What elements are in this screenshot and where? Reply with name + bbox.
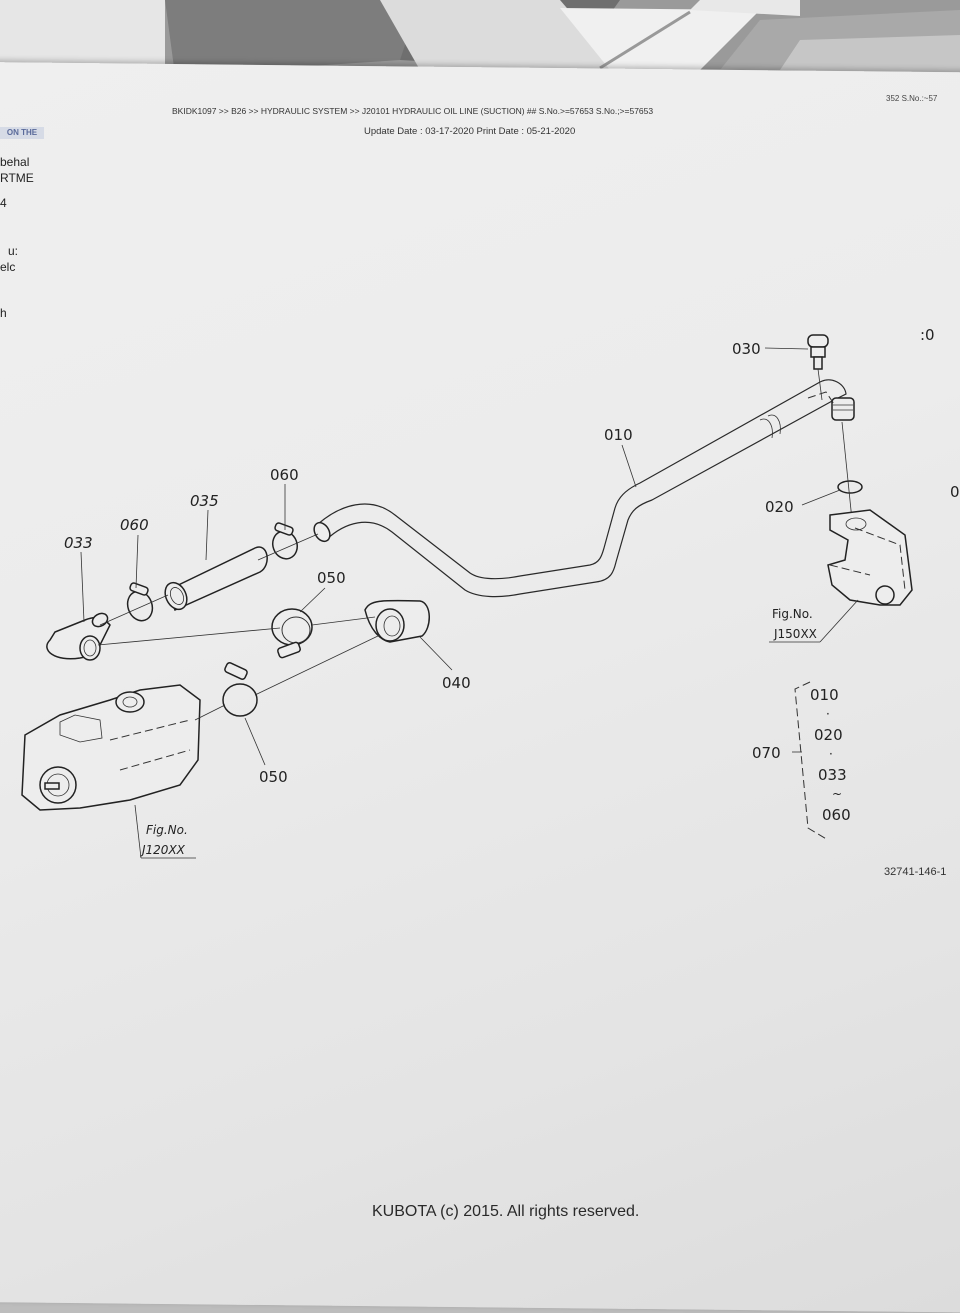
assembly-item: 033 xyxy=(818,766,847,784)
callout-060-upper: 060 xyxy=(270,466,299,484)
hydraulic-pump-j120xx[interactable] xyxy=(21,684,201,811)
assembly-separator: · xyxy=(829,747,833,761)
callout-050-lower: 050 xyxy=(259,768,288,786)
clamp-060-lower[interactable] xyxy=(124,582,157,624)
edge-fragment-label: :0 xyxy=(920,326,935,344)
left-sheet-text: 4 xyxy=(0,196,7,210)
callout-060-lower: 060 xyxy=(120,516,149,534)
callout-040: 040 xyxy=(442,674,471,692)
assembly-item: 060 xyxy=(822,806,851,824)
left-sheet-text: h xyxy=(0,306,7,320)
edge-fragment-label-2: 0 xyxy=(950,483,960,501)
breadcrumb: BKIDK1097 >> B26 >> HYDRAULIC SYSTEM >> … xyxy=(172,106,654,116)
left-sheet-text: RTME xyxy=(0,171,34,185)
assembly-separator: · xyxy=(826,707,830,721)
left-sheet-tag: ON THE xyxy=(0,127,44,139)
assembly-separator: ~ xyxy=(832,787,842,801)
callout-020: 020 xyxy=(765,498,794,516)
valve-fig-label: Fig.No. xyxy=(772,607,813,621)
copyright-footer: KUBOTA (c) 2015. All rights reserved. xyxy=(372,1203,640,1220)
left-sheet-text: elc xyxy=(0,260,16,274)
o-ring-020[interactable] xyxy=(837,421,863,521)
pipe-010[interactable] xyxy=(311,379,855,598)
update-print-dates: Update Date : 03-17-2020 Print Date : 05… xyxy=(364,126,576,137)
plug-030[interactable] xyxy=(807,334,829,401)
callout-035: 035 xyxy=(190,492,219,510)
leader-lines xyxy=(80,347,859,859)
left-adjacent-sheet: ON THE behal RTME 4 u: elc h xyxy=(0,110,60,350)
callout-070: 070 xyxy=(752,744,781,762)
assembly-bracket xyxy=(794,681,829,841)
elbow-hose-033[interactable] xyxy=(46,611,111,661)
assembly-lines xyxy=(97,533,381,721)
clamp-050-upper[interactable] xyxy=(271,608,313,659)
callout-030: 030 xyxy=(732,340,761,358)
exploded-parts-diagram: 033 060 035 060 050 040 050 010 030 020 … xyxy=(21,326,960,859)
assembly-item: 020 xyxy=(814,726,843,744)
left-sheet-text: u: xyxy=(8,244,19,258)
pump-fig-number: J120XX xyxy=(140,843,186,857)
valve-fig-number: J150XX xyxy=(773,627,817,641)
valve-block-j150xx[interactable] xyxy=(827,509,913,606)
callout-010: 010 xyxy=(604,426,633,444)
assembly-item: 010 xyxy=(810,686,839,704)
right-sheet-snippet: 352 S.No.:~57 xyxy=(886,94,938,103)
figure-code: 32741-146-1 xyxy=(884,866,947,878)
left-sheet-text: behal xyxy=(0,155,30,169)
pump-fig-label: Fig.No. xyxy=(146,823,188,837)
background-papers xyxy=(0,0,960,90)
hose-elbow-040[interactable] xyxy=(364,599,430,643)
clamp-050-lower[interactable] xyxy=(222,662,258,717)
hose-035[interactable] xyxy=(161,546,268,613)
callout-050-upper: 050 xyxy=(317,569,346,587)
callout-033: 033 xyxy=(64,534,93,552)
